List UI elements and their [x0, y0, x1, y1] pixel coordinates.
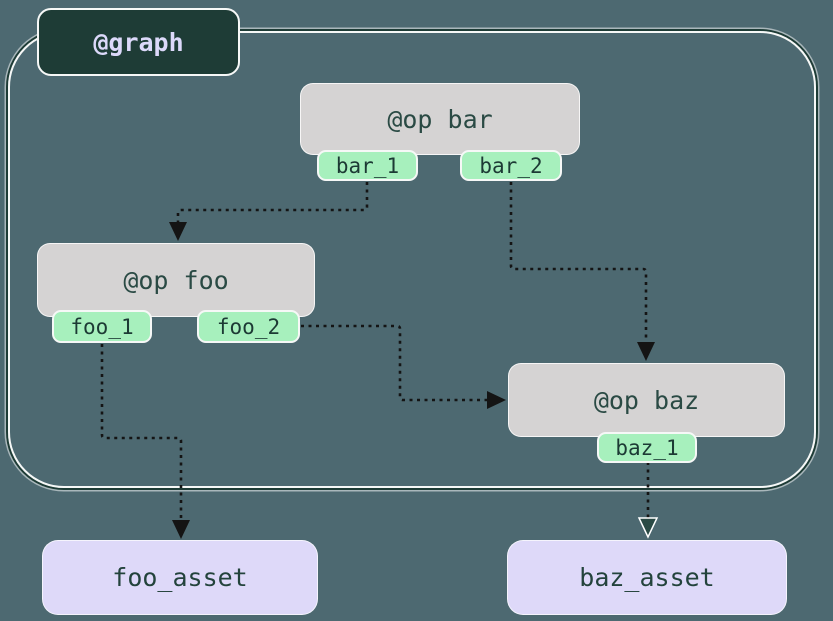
output-tab-bar-1: bar_1 [317, 150, 418, 181]
output-tab-baz-1: baz_1 [597, 432, 697, 463]
edge-foo2-to-op-baz [301, 324, 488, 402]
edge-bar1-to-op-foo [176, 182, 369, 224]
output-tab-foo-1: foo_1 [52, 310, 152, 343]
arrowhead-down-open-icon [637, 517, 659, 539]
asset-node-foo: foo_asset [42, 540, 318, 615]
edge-bar2-to-op-baz [509, 182, 648, 344]
output-tab-bar-2: bar_2 [460, 150, 562, 181]
op-bar-box: @op bar [300, 83, 580, 155]
op-node-foo: @op foo foo_1 foo_2 [37, 243, 315, 358]
op-baz-box: @op baz [508, 363, 785, 437]
edge-foo1-to-foo-asset [100, 344, 183, 521]
graph-label: @graph [37, 8, 240, 76]
graph-boundary [8, 31, 816, 488]
asset-node-baz: baz_asset [507, 540, 787, 615]
arrowhead-down-icon [172, 520, 190, 539]
op-node-bar: @op bar bar_1 bar_2 [300, 83, 580, 196]
arrowhead-right-icon [487, 391, 506, 409]
arrowhead-down-icon [169, 222, 187, 241]
op-node-baz: @op baz baz_1 [508, 363, 785, 473]
output-tab-foo-2: foo_2 [197, 310, 300, 343]
arrowhead-down-icon [637, 342, 655, 361]
op-foo-box: @op foo [37, 243, 315, 317]
